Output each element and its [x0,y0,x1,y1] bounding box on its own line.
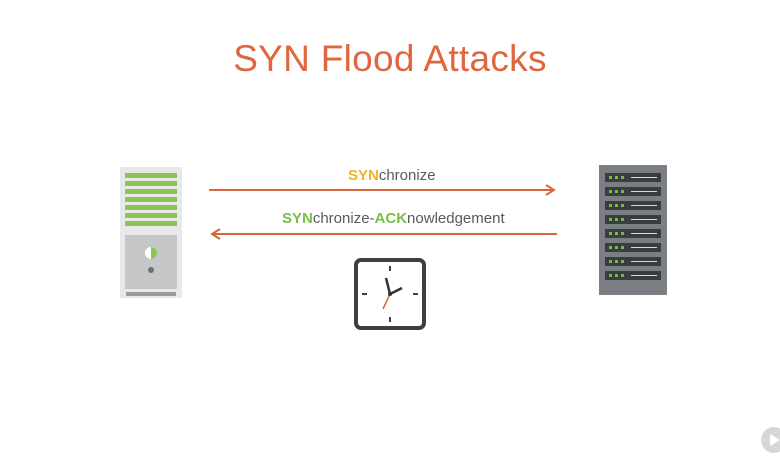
server-rack-icon [599,165,667,300]
syn-ack-label: SYNchronize-ACKnowledgement [282,210,505,227]
diagram-title: SYN Flood Attacks [233,38,547,79]
client-computer-icon [120,167,182,303]
syn-arrow [209,184,556,196]
play-logo-icon [760,426,780,459]
clock-icon [354,258,426,335]
syn-label: SYNchronize [348,167,436,184]
syn-ack-arrow [210,228,557,240]
